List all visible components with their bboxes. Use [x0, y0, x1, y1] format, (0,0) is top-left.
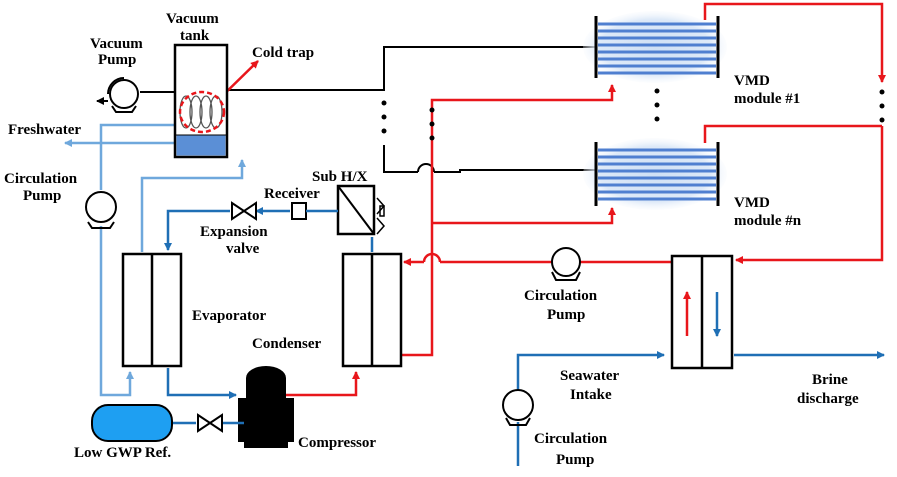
- vacuum-pump: [107, 77, 139, 113]
- low-gwp-tank: [91, 404, 173, 442]
- label-vmd1-2: module #1: [734, 91, 800, 107]
- label-vacuum-tank-2: tank: [180, 28, 210, 44]
- label-expansion-2: valve: [226, 241, 260, 257]
- label-sub-hx: Sub H/X: [312, 169, 368, 185]
- label-seawater-2: Intake: [570, 387, 612, 403]
- module-dots: [654, 88, 660, 122]
- vacuum-dots: [381, 100, 387, 134]
- label-receiver: Receiver: [264, 186, 320, 202]
- label-seawater-1: Seawater: [560, 368, 619, 384]
- label-evaporator: Evaporator: [192, 308, 267, 324]
- label-vacuum-tank-1: Vacuum: [166, 11, 219, 27]
- label-vacuum-pump-1: Vacuum: [90, 36, 143, 52]
- vacuum-tank: [173, 43, 229, 159]
- label-circulation-pump-left-2: Pump: [23, 188, 61, 204]
- label-freshwater: Freshwater: [8, 122, 81, 138]
- evaporator: [121, 252, 183, 368]
- refrigerant-lines: [164, 207, 885, 466]
- label-circulation-pump-middle-2: Pump: [547, 307, 585, 323]
- label-brine-1: Brine: [812, 372, 848, 388]
- vacuum-lines: [96, 46, 596, 173]
- labels: Vacuum tank Vacuum Pump Cold trap Freshw…: [4, 11, 859, 468]
- label-cold-trap: Cold trap: [252, 45, 314, 61]
- circulation-pump-bottom: [502, 389, 534, 426]
- label-brine-2: discharge: [797, 391, 859, 407]
- label-circulation-pump-left-1: Circulation: [4, 171, 78, 187]
- vmd-module-n: [583, 138, 727, 210]
- charge-valve: [197, 413, 223, 433]
- condenser: [341, 252, 403, 368]
- sub-heat-exchanger: [336, 184, 385, 236]
- compressor: [238, 366, 294, 448]
- hot-line-dots: [429, 89, 885, 141]
- label-low-gwp: Low GWP Ref.: [74, 445, 171, 461]
- label-circulation-pump-bottom-2: Pump: [556, 452, 594, 468]
- label-compressor: Compressor: [298, 435, 376, 451]
- label-circulation-pump-bottom-1: Circulation: [534, 431, 608, 447]
- label-condenser: Condenser: [252, 336, 322, 352]
- freshwater-lines: [64, 123, 246, 397]
- expansion-valve: [231, 201, 257, 221]
- receiver: [291, 202, 338, 220]
- label-vmdn-2: module #n: [734, 213, 802, 229]
- circulation-pump-middle: [551, 247, 581, 281]
- vmd-module-1: [583, 11, 727, 83]
- label-vmd1-1: VMD: [734, 73, 770, 89]
- label-vmdn-1: VMD: [734, 195, 770, 211]
- label-expansion-1: Expansion: [200, 224, 268, 240]
- fan-icon: [376, 197, 385, 235]
- seawater-heat-exchanger: [670, 254, 734, 370]
- label-vacuum-pump-2: Pump: [98, 52, 136, 68]
- label-circulation-pump-middle-1: Circulation: [524, 288, 598, 304]
- circulation-pump-left: [85, 191, 117, 229]
